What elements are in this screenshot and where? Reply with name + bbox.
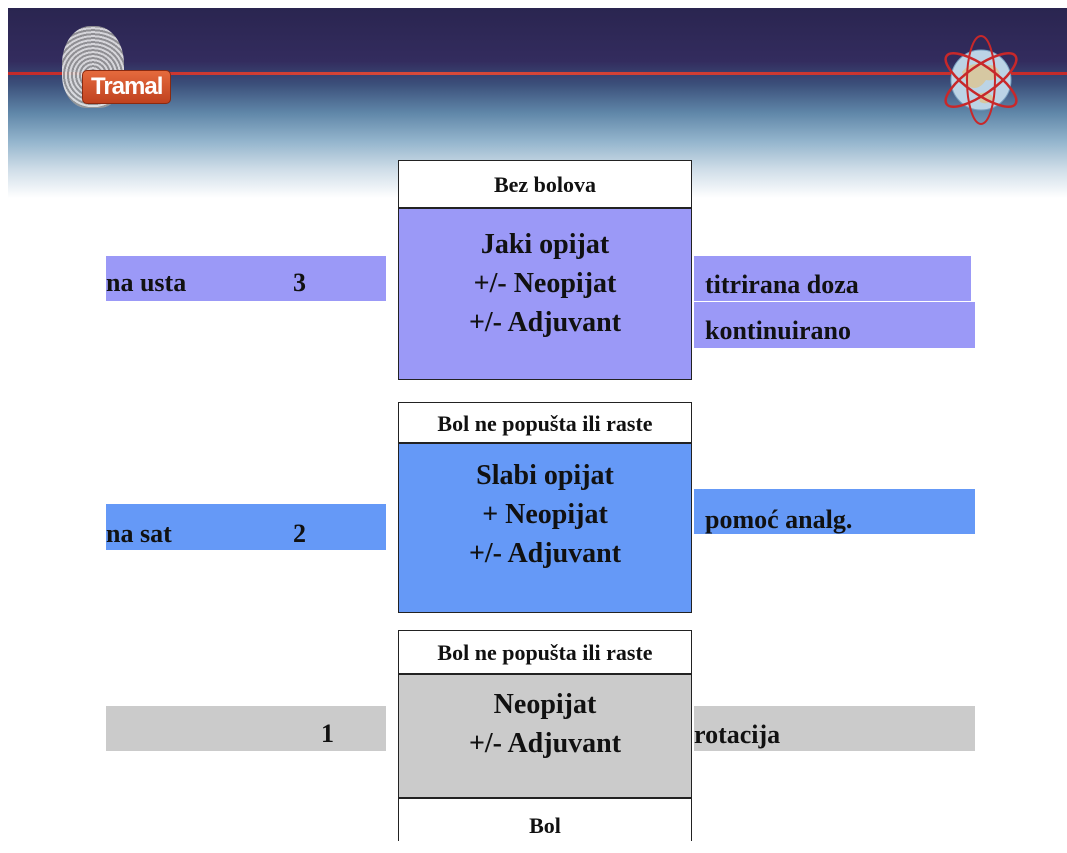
step1-left-num: 1: [321, 719, 334, 748]
step2-right-label: pomoć analg.: [705, 505, 853, 534]
step3-line-3: +/- Adjuvant: [468, 307, 622, 338]
step2-left-label: na sat: [106, 519, 172, 548]
step1-line-2: +/- Adjuvant: [468, 728, 622, 759]
logo-text: Tramal: [82, 70, 172, 104]
step1-header: Bol ne popušta ili raste: [437, 640, 653, 665]
step3-right-strip-2: kontinuirano: [694, 302, 975, 348]
tramal-logo: Tramal: [62, 26, 192, 116]
step3-right-label-1: titrirana doza: [705, 270, 859, 299]
step1-right-strip: rotacija: [694, 706, 975, 751]
globe-icon: [944, 35, 1018, 125]
step3-left-label: na usta: [106, 268, 187, 297]
step2-line-3: +/- Adjuvant: [468, 538, 622, 569]
top-label-box: Bez bolova: [398, 160, 692, 208]
step2-left-strip: na sat 2: [106, 504, 386, 550]
step2-line-2: + Neopijat: [482, 499, 608, 530]
top-label: Bez bolova: [493, 172, 597, 197]
step3-line-1: Jaki opijat: [480, 229, 610, 260]
step3-right-label-2: kontinuirano: [705, 316, 851, 345]
step3-left-strip: na usta 3: [106, 256, 386, 301]
step1-line-1: Neopijat: [493, 689, 597, 720]
step2-box: Slabi opijat + Neopijat +/- Adjuvant: [398, 443, 692, 613]
bottom-label: Bol: [529, 813, 561, 838]
header-red-line: [8, 72, 1067, 75]
step2-right-strip: pomoć analg.: [694, 489, 975, 534]
step3-line-2: +/- Neopijat: [473, 268, 617, 299]
bottom-label-box: Bol: [398, 798, 692, 841]
step3-box: Jaki opijat +/- Neopijat +/- Adjuvant: [398, 208, 692, 380]
step2-header-box: Bol ne popušta ili raste: [398, 402, 692, 443]
step3-left-num: 3: [293, 268, 306, 297]
step1-box: Neopijat +/- Adjuvant: [398, 674, 692, 798]
step2-line-1: Slabi opijat: [476, 460, 614, 491]
step2-left-num: 2: [293, 519, 306, 548]
step1-right-label: rotacija: [694, 720, 781, 749]
step3-right-strip-1: titrirana doza: [694, 256, 971, 301]
step1-left-strip: 1: [106, 706, 386, 751]
step1-header-box: Bol ne popušta ili raste: [398, 630, 692, 674]
step2-header: Bol ne popušta ili raste: [437, 411, 653, 436]
